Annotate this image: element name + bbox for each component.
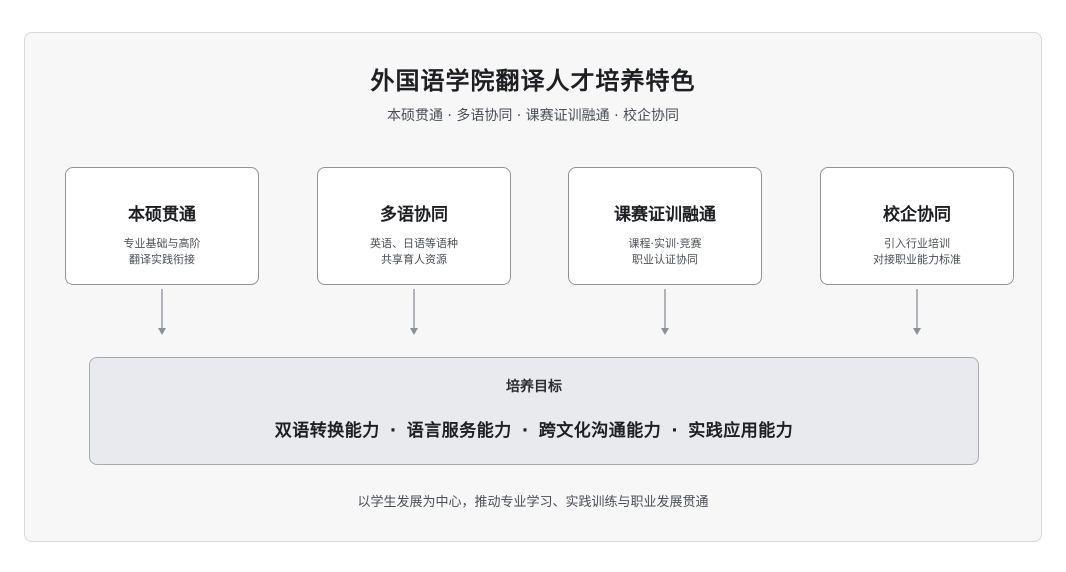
feature-card-desc-line: 课程·实训·竞赛	[628, 237, 702, 250]
feature-card-description: 英语、日语等语种 共享育人资源	[318, 236, 510, 268]
goal-abilities: 双语转换能力 · 语言服务能力 · 跨文化沟通能力 · 实践应用能力	[90, 416, 978, 441]
feature-card-desc-line: 英语、日语等语种	[370, 237, 458, 250]
arrow-down-icon	[661, 289, 669, 335]
feature-card-school-enterprise: 校企协同 引入行业培训 对接职业能力标准	[820, 167, 1014, 285]
ability-item: 跨文化沟通能力	[538, 421, 662, 441]
feature-card-desc-line: 对接职业能力标准	[873, 253, 961, 266]
ability-item: 实践应用能力	[688, 421, 794, 441]
feature-card-desc-line: 引入行业培训	[884, 237, 950, 250]
feature-card-multilingual: 多语协同 英语、日语等语种 共享育人资源	[317, 167, 511, 285]
feature-card-desc-line: 专业基础与高阶	[123, 237, 201, 250]
ability-item: 双语转换能力	[274, 421, 380, 441]
diagram-subtitle: 本硕贯通 · 多语协同 · 课赛证训融通 · 校企协同	[386, 108, 680, 124]
feature-card-title: 课赛证训融通	[614, 205, 716, 225]
arrow-down-icon	[913, 289, 921, 335]
feature-card-description: 专业基础与高阶 翻译实践衔接	[66, 236, 258, 268]
feature-card-title: 多语协同	[380, 205, 448, 225]
feature-card-course-competition: 课赛证训融通 课程·实训·竞赛 职业认证协同	[568, 167, 762, 285]
ability-item: 语言服务能力	[406, 421, 512, 441]
ability-separator: ·	[389, 421, 397, 441]
diagram-canvas: 外国语学院翻译人才培养特色 本硕贯通 · 多语协同 · 课赛证训融通 · 校企协…	[24, 32, 1042, 542]
feature-card-description: 课程·实训·竞赛 职业认证协同	[569, 236, 761, 268]
feature-card-title: 校企协同	[883, 205, 951, 225]
arrow-down-icon	[158, 289, 166, 335]
footer-note: 以学生发展为中心，推动专业学习、实践训练与职业发展贯通	[357, 495, 709, 510]
ability-separator: ·	[521, 421, 529, 441]
feature-card-desc-line: 翻译实践衔接	[129, 253, 195, 266]
feature-card-title: 本硕贯通	[128, 205, 196, 225]
feature-card-desc-line: 共享育人资源	[381, 253, 447, 266]
feature-card-description: 引入行业培训 对接职业能力标准	[821, 236, 1013, 268]
ability-separator: ·	[671, 421, 679, 441]
feature-card-desc-line: 职业认证协同	[632, 253, 698, 266]
diagram-title: 外国语学院翻译人才培养特色	[370, 67, 696, 95]
goal-title: 培养目标	[506, 379, 562, 395]
feature-card-undergrad-master: 本硕贯通 专业基础与高阶 翻译实践衔接	[65, 167, 259, 285]
arrow-down-icon	[410, 289, 418, 335]
training-goal-box: 培养目标 双语转换能力 · 语言服务能力 · 跨文化沟通能力 · 实践应用能力	[89, 357, 979, 465]
